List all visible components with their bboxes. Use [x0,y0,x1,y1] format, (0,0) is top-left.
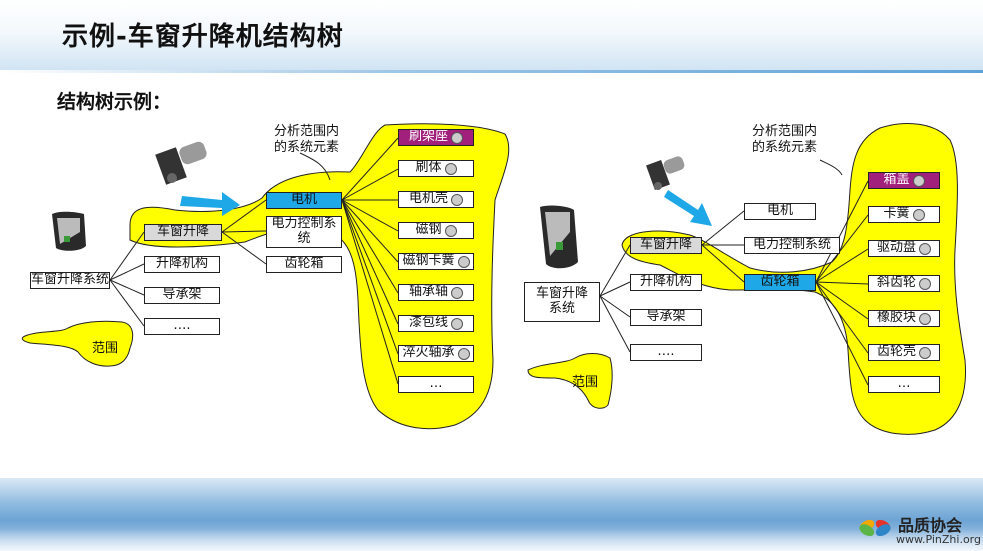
left-part-bearing-shaft: 轴承轴 [398,284,474,301]
footer-fade [0,520,983,551]
left-node-power-control: 电力控制系统 [266,216,342,248]
left-scope-annotation: 分析范围内 的系统元素 [274,124,340,155]
page-title: 示例-车窗升降机结构树 [62,22,344,52]
left-part-brush-holder-label: 刷架座 [408,129,448,145]
left-part-hardened-bearing: 淬火轴承 [398,345,474,362]
left-node-guide-frame: 导承架 [144,287,220,304]
right-node-window-lift: 车窗升降 [630,237,702,254]
left-root-node: 车窗升降系统 [30,272,110,289]
logo-url: www.PinZhi.org [896,533,981,546]
part-thumbnail-icon [457,255,470,268]
right-door-icon [540,205,578,269]
right-node-gearbox: 齿轮箱 [744,274,816,291]
right-motor-icon [646,156,685,190]
left-part-magnet: 磁钢 [398,222,474,239]
left-node-window-lift: 车窗升降 [144,224,222,241]
right-part-drive-disc: 驱动盘 [868,240,940,257]
part-thumbnail-icon [451,317,463,330]
left-pointer-arrow [180,192,240,216]
right-part-helical-gear: 斜齿轮 [868,275,940,292]
left-part-more: … [398,376,474,393]
part-thumbnail-icon [919,242,931,255]
right-part-gear-housing-label: 齿轮壳 [876,344,916,360]
left-node-gearbox: 齿轮箱 [266,256,342,273]
left-part-brush-label: 刷体 [415,160,442,176]
right-scope-legend-blob [527,353,613,409]
left-door-icon [52,211,86,251]
right-node-more: …. [630,344,702,361]
right-pointer-arrow [664,190,712,226]
part-thumbnail-icon [451,131,463,144]
left-part-enameled-wire-label: 漆包线 [408,315,448,331]
left-part-brush: 刷体 [398,160,474,177]
part-thumbnail-icon [912,208,925,221]
left-connectors [109,137,399,385]
left-part-hardened-bearing-label: 淬火轴承 [402,345,455,361]
right-node-lift-mechanism: 升降机构 [630,274,702,291]
right-node-motor: 电机 [744,203,816,220]
title-bar [0,0,983,72]
right-scope-legend-label: 范围 [572,375,599,390]
right-part-helical-gear-label: 斜齿轮 [876,275,916,291]
right-part-rubber-block: 橡胶块 [868,310,940,327]
part-thumbnail-icon [451,286,463,299]
title-bar-divider [0,70,983,73]
left-scope-legend-blob [21,320,134,367]
left-part-motor-housing-label: 电机壳 [408,191,448,207]
right-connectors [599,159,869,386]
right-node-guide-frame: 导承架 [630,309,702,326]
left-part-magnet-label: 磁钢 [415,222,442,238]
right-part-circlip-label: 卡簧 [883,206,910,222]
part-thumbnail-icon [451,193,463,206]
right-node-power-control: 电力控制系统 [744,237,840,254]
part-thumbnail-icon [919,312,931,325]
right-part-gear-housing: 齿轮壳 [868,344,940,361]
left-node-more: …. [144,318,220,335]
left-part-bearing-shaft-label: 轴承轴 [408,284,448,300]
part-thumbnail-icon [444,162,457,175]
left-part-brush-holder: 刷架座 [398,129,474,146]
part-thumbnail-icon [919,277,931,290]
logo-name: 品质协会 [898,516,963,535]
right-part-rubber-block-label: 橡胶块 [876,310,916,326]
left-part-motor-housing: 电机壳 [398,191,474,208]
part-thumbnail-icon [919,346,931,359]
right-part-more: … [868,376,940,393]
part-thumbnail-icon [444,224,457,237]
left-part-magnet-clip-label: 磁钢卡簧 [402,253,455,269]
part-thumbnail-icon [457,347,470,360]
left-node-motor: 电机 [266,192,342,209]
left-scope-legend-label: 范围 [92,341,119,356]
right-part-cover: 箱盖 [868,172,940,189]
right-scope-annotation: 分析范围内 的系统元素 [752,124,818,155]
left-part-enameled-wire: 漆包线 [398,315,474,332]
right-part-cover-label: 箱盖 [883,172,910,188]
left-part-magnet-clip: 磁钢卡簧 [398,253,474,270]
left-node-lift-mechanism: 升降机构 [144,256,220,273]
right-part-circlip: 卡簧 [868,206,940,223]
left-motor-icon [155,141,207,185]
right-part-drive-disc-label: 驱动盘 [876,240,916,256]
part-thumbnail-icon [912,174,925,187]
logo-mark [859,519,891,537]
section-subtitle: 结构树示例： [57,91,172,113]
right-root-node: 车窗升降 系统 [524,282,600,322]
